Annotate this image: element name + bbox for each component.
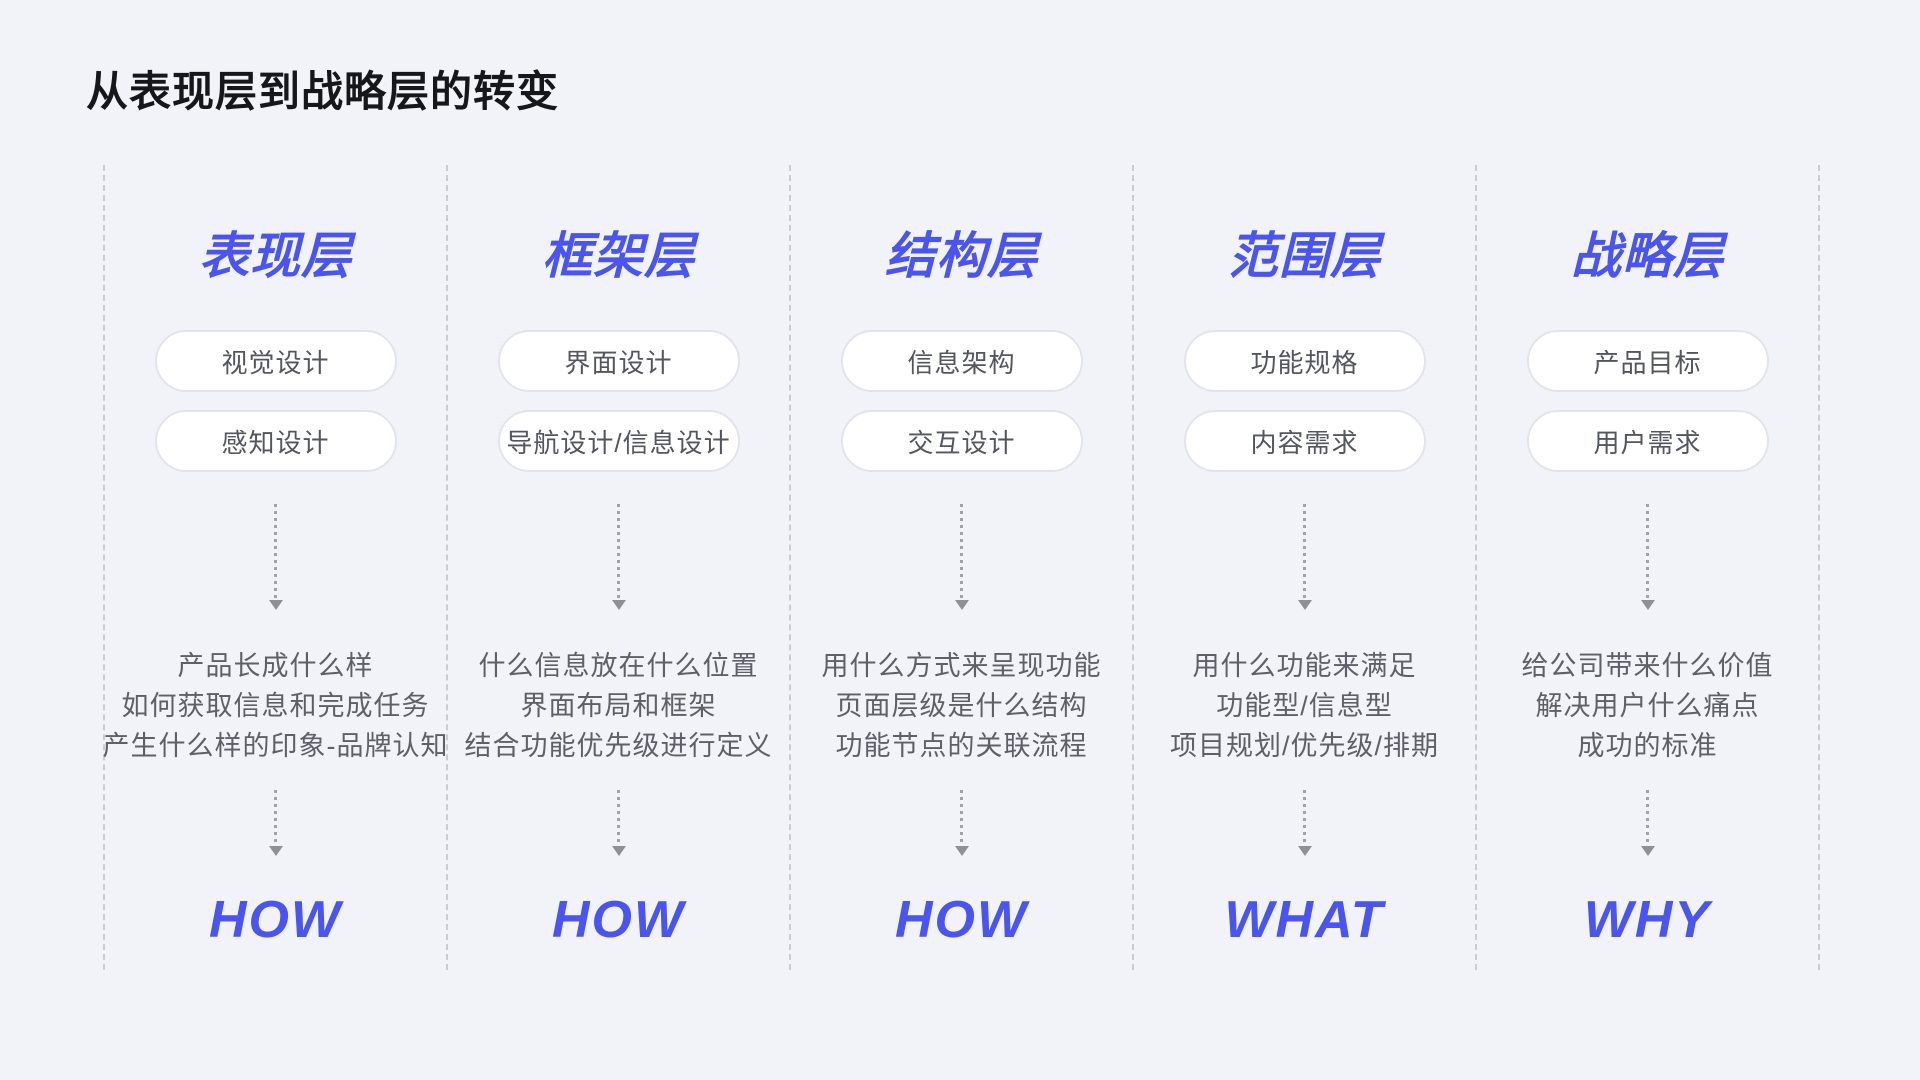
layer-description: 产品长成什么样 如何获取信息和完成任务 产生什么样的印象-品牌认知 [103, 646, 449, 766]
layer-keyword: WHY [1583, 891, 1712, 949]
arrow-line [1303, 790, 1306, 846]
down-arrow-icon [611, 790, 626, 856]
down-arrow-icon [1297, 504, 1312, 610]
layer-keyword: HOW [208, 891, 343, 949]
arrow-head [268, 846, 283, 856]
column-surface-layer: 表现层 视觉设计 感知设计 产品长成什么样 如何获取信息和完成任务 产生什么样的… [103, 165, 449, 970]
arrow-line [960, 790, 963, 846]
arrow-line [274, 504, 277, 600]
description-line: 成功的标准 [1577, 731, 1718, 761]
arrow-line [274, 790, 277, 846]
layer-heading: 表现层 [199, 228, 352, 284]
pill-tag: 界面设计 [497, 330, 740, 392]
arrow-head [1297, 846, 1312, 856]
layer-heading: 范围层 [1228, 228, 1381, 284]
page-title: 从表现层到战略层的转变 [86, 68, 560, 115]
column-skeleton-layer: 框架层 界面设计 导航设计/信息设计 什么信息放在什么位置 界面布局和框架 结合… [446, 165, 789, 970]
down-arrow-icon [1640, 790, 1655, 856]
layers-row: 表现层 视觉设计 感知设计 产品长成什么样 如何获取信息和完成任务 产生什么样的… [103, 165, 1820, 970]
arrow-head [1640, 600, 1655, 610]
down-arrow-icon [954, 504, 969, 610]
column-strategy-layer: 战略层 产品目标 用户需求 给公司带来什么价值 解决用户什么痛点 成功的标准 W… [1475, 165, 1818, 970]
arrow-head [611, 600, 626, 610]
arrow-head [268, 600, 283, 610]
arrow-line [617, 790, 620, 846]
layer-description: 什么信息放在什么位置 界面布局和框架 结合功能优先级进行定义 [465, 646, 773, 766]
down-arrow-icon [1640, 504, 1655, 610]
arrow-line [960, 504, 963, 600]
down-arrow-icon [268, 504, 283, 610]
pill-tag: 用户需求 [1526, 410, 1769, 472]
description-line: 功能节点的关联流程 [835, 731, 1088, 761]
description-line: 解决用户什么痛点 [1535, 691, 1760, 721]
down-arrow-icon [268, 790, 283, 856]
description-line: 项目规划/优先级/排期 [1169, 731, 1439, 761]
down-arrow-icon [611, 504, 626, 610]
column-scope-layer: 范围层 功能规格 内容需求 用什么功能来满足 功能型/信息型 项目规划/优先级/… [1132, 165, 1475, 970]
description-line: 什么信息放在什么位置 [478, 651, 759, 681]
column-structure-layer: 结构层 信息架构 交互设计 用什么方式来呈现功能 页面层级是什么结构 功能节点的… [789, 165, 1132, 970]
pill-tag: 感知设计 [154, 410, 397, 472]
description-line: 用什么方式来呈现功能 [821, 651, 1102, 681]
arrow-line [1646, 504, 1649, 600]
description-line: 给公司带来什么价值 [1521, 651, 1774, 681]
pill-tag: 内容需求 [1183, 410, 1426, 472]
description-line: 结合功能优先级进行定义 [464, 731, 773, 761]
description-line: 用什么功能来满足 [1192, 651, 1417, 681]
arrow-line [1646, 790, 1649, 846]
layer-keyword: HOW [894, 891, 1029, 949]
layer-description: 用什么方式来呈现功能 页面层级是什么结构 功能节点的关联流程 [822, 646, 1102, 766]
arrow-head [1640, 846, 1655, 856]
arrow-head [954, 600, 969, 610]
arrow-line [1303, 504, 1306, 600]
layer-heading: 框架层 [542, 228, 695, 284]
pill-tag: 交互设计 [840, 410, 1083, 472]
arrow-head [954, 846, 969, 856]
down-arrow-icon [954, 790, 969, 856]
arrow-head [1297, 600, 1312, 610]
arrow-head [611, 846, 626, 856]
arrow-line [617, 504, 620, 600]
pill-tag: 信息架构 [840, 330, 1083, 392]
description-line: 页面层级是什么结构 [835, 691, 1088, 721]
pill-tag: 视觉设计 [154, 330, 397, 392]
layer-heading: 结构层 [885, 228, 1038, 284]
description-line: 界面布局和框架 [520, 691, 717, 721]
pill-tag: 功能规格 [1183, 330, 1426, 392]
description-line: 产品长成什么样 [177, 651, 374, 681]
description-line: 如何获取信息和完成任务 [121, 691, 430, 721]
layer-description: 用什么功能来满足 功能型/信息型 项目规划/优先级/排期 [1170, 646, 1439, 766]
layer-heading: 战略层 [1571, 228, 1724, 284]
layer-keyword: HOW [551, 891, 686, 949]
layer-description: 给公司带来什么价值 解决用户什么痛点 成功的标准 [1522, 646, 1774, 766]
layer-keyword: WHAT [1224, 891, 1385, 949]
description-line: 产生什么样的印象-品牌认知 [102, 731, 449, 761]
description-line: 功能型/信息型 [1216, 691, 1393, 721]
pill-tag: 产品目标 [1526, 330, 1769, 392]
pill-tag: 导航设计/信息设计 [497, 410, 740, 472]
down-arrow-icon [1297, 790, 1312, 856]
